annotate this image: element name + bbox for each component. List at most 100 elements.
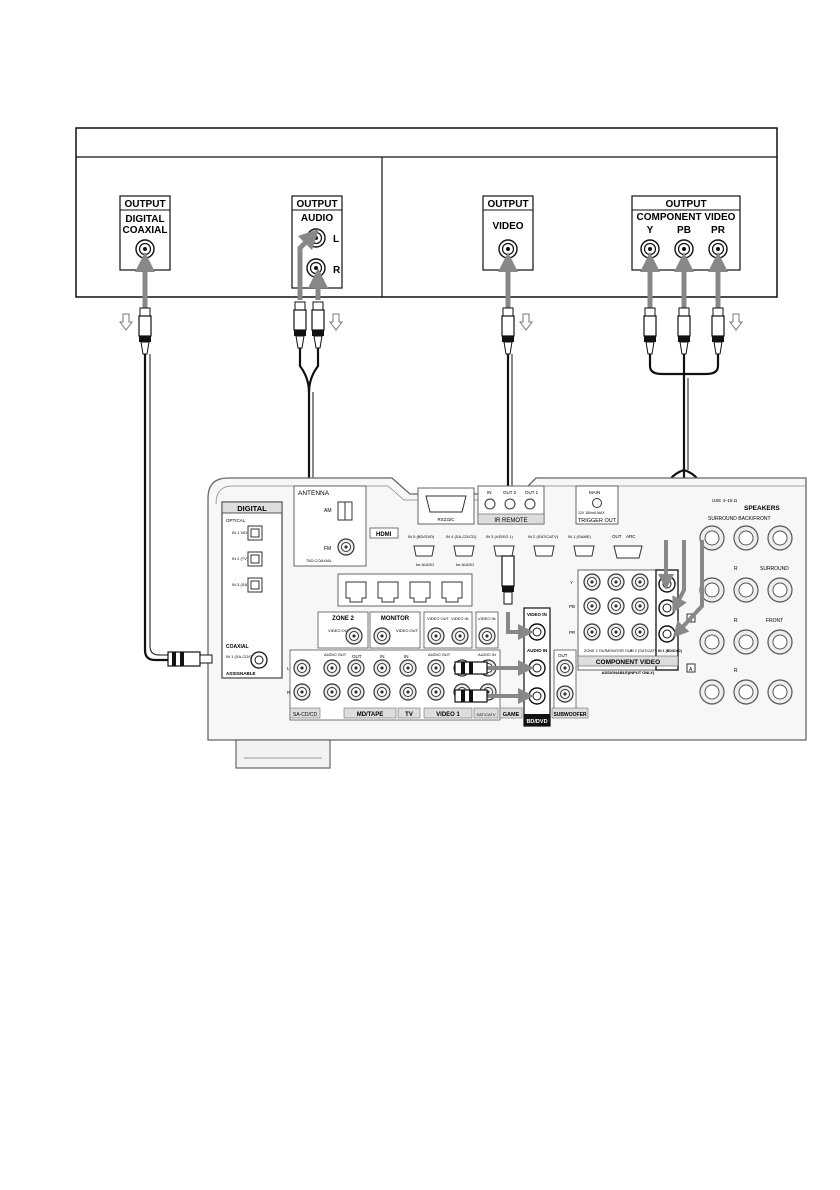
direction-arrow-component — [729, 313, 743, 331]
digital-in3-label: IN 3 (SAT) — [232, 582, 251, 587]
zone2-video-out: VIDEO OUT — [328, 628, 351, 633]
video1-video-in: VIDEO IN — [451, 616, 469, 621]
direction-arrow-audio — [329, 313, 343, 331]
speakers-r-3: R — [734, 668, 738, 674]
subwoofer-out-label: OUT — [558, 653, 568, 658]
ir-in-label: IN — [487, 490, 492, 495]
audio-r-label: R — [333, 265, 341, 276]
fm-jack[interactable] — [337, 538, 355, 556]
label-satcatv: SAT/CATV — [477, 712, 496, 717]
digital-coaxial-label: COAXIAL — [226, 644, 249, 650]
digital-assignable-label: ASSIGNABLE — [226, 671, 256, 676]
rc-zone2out-label: ZONE 2 OUT — [584, 649, 607, 653]
ir-remote-block: IN OUT 2 OUT 1 IR REMOTE — [477, 485, 545, 525]
rc-monitor-out-label: MONITOR OUT — [606, 649, 634, 653]
audio-l-plug — [293, 301, 307, 349]
component-y-jack[interactable] — [640, 239, 660, 259]
monitor-video-out: VIDEO OUT — [396, 628, 419, 633]
digital-coaxial-output-panel: OUTPUT DIGITAL COAXIAL — [119, 195, 171, 271]
bd-dvd-jack-column: VIDEO IN AUDIO IN BD/DVD — [523, 607, 551, 727]
hdmi-in5-label: IN 5 (BD/DVD) — [408, 534, 435, 539]
video-output-header: OUTPUT — [487, 199, 528, 210]
antenna-am-label: AM — [324, 508, 332, 514]
ir-out2-label: OUT 2 — [503, 490, 517, 495]
digital-coaxial-jack[interactable] — [135, 239, 155, 259]
hdmi-in2-label: IN 2 (SAT/CATV) — [528, 534, 559, 539]
component-output-panel: OUTPUT COMPONENT VIDEO Y PB PR — [631, 195, 741, 271]
antenna-title: ANTENNA — [298, 490, 330, 497]
video-plug — [501, 307, 515, 355]
speakers-front: FRONT — [766, 618, 783, 624]
component-output-header: OUTPUT — [665, 199, 706, 210]
plug-direction-arrows — [135, 228, 728, 308]
label-video1: VIDEO 1 — [436, 712, 460, 718]
hdmi-in3-label: IN 3 (VIDEO 1) — [486, 534, 514, 539]
receiver-input-plugs — [454, 540, 704, 704]
digital-coaxial-label-1: DIGITAL — [125, 214, 164, 225]
digital-in1-label: IN 1 VIDEO 1 — [232, 530, 257, 535]
zone2-audio-out: AUDIO OUT — [324, 652, 347, 657]
video-output-panel: OUTPUT VIDEO — [482, 195, 534, 271]
label-game: GAME — [503, 712, 520, 718]
label-subwoofer: SUBWOOFER — [553, 712, 586, 718]
speakers-title: SPEAKERS — [744, 505, 780, 512]
speakers-a-label: A — [689, 667, 693, 673]
component-pb-plug — [677, 307, 691, 355]
rc-y-label: Y — [570, 580, 573, 585]
antenna-fm-label: FM — [324, 546, 331, 552]
coaxial-receiver-plug — [167, 651, 213, 667]
hdmi-for-audio-2: for AUDIO — [456, 562, 474, 567]
component-video-block: Y PB PR ZONE 2 OUT MONITOR OUT IN 2 (SAT… — [569, 569, 683, 675]
row-l-label: L — [287, 666, 290, 671]
audio-output-header: OUTPUT — [296, 199, 337, 210]
direction-arrow-coax — [119, 313, 133, 331]
component-pr-jack[interactable] — [708, 239, 728, 259]
audio-l-label: L — [333, 234, 339, 245]
component-pb-label: PB — [677, 225, 691, 236]
component-pr-plug — [711, 307, 725, 355]
ir-out1-label: OUT 1 — [525, 490, 539, 495]
network-ports — [337, 573, 473, 607]
hdmi-arc-label: ARC — [626, 534, 636, 539]
digital-coaxial-header: OUTPUT — [124, 199, 165, 210]
game-video-in: VIDEO IN — [478, 616, 496, 621]
rs232c-label: RS232C — [437, 517, 455, 522]
component-pb-jack[interactable] — [674, 239, 694, 259]
rc-title: COMPONENT VIDEO — [596, 659, 660, 666]
hdmi-in4-label: IN 4 (SA-CD/CD) — [446, 534, 477, 539]
audio-r-plug — [311, 301, 325, 349]
trigger-out-block: MAIN 12V 150mA MAX TRIGGER OUT — [575, 485, 619, 525]
trigger-spec-label: 12V 150mA MAX — [578, 511, 605, 515]
video-output-jack[interactable] — [498, 239, 518, 259]
ir-remote-title: IR REMOTE — [494, 518, 527, 524]
component-output-label: COMPONENT VIDEO — [637, 212, 736, 223]
bd-audio-in-label: AUDIO IN — [527, 648, 547, 653]
subwoofer-block: OUT — [553, 649, 577, 715]
hdmi-title: HDMI — [376, 532, 392, 538]
hdmi-for-audio-1: for AUDIO — [416, 562, 434, 567]
game-audio-in: AUDIO IN — [478, 652, 496, 657]
hdmi-block: HDMI IN 5 (BD/DVD) IN 4 (SA-CD/CD) IN 3 … — [369, 527, 643, 567]
video-output-label: VIDEO — [492, 221, 523, 232]
rc-pr-label: PR — [569, 630, 576, 635]
rc-pb-label: PB — [569, 604, 575, 609]
hdmi-in1-label: IN 1 (GAME) — [568, 534, 592, 539]
video1-video-out: VIDEO OUT — [427, 616, 450, 621]
video1-audio-out: AUDIO OUT — [428, 652, 451, 657]
source-plugs — [138, 301, 725, 355]
rc-in2-label: IN 2 (SAT/CATV) — [630, 649, 659, 653]
component-pr-label: PR — [711, 225, 726, 236]
antenna-block: ANTENNA AM FM 75Ω COAXIAL — [293, 485, 367, 567]
digital-in2-label: IN 2 (TV) — [232, 556, 249, 561]
label-mdtape: MD/TAPE — [357, 712, 384, 718]
speakers-r-2: R — [734, 618, 738, 624]
zone2-title: ZONE 2 — [332, 616, 354, 622]
label-sacd: SA-CD/CD — [293, 712, 318, 718]
direction-arrow-video — [519, 313, 533, 331]
monitor-title: MONITOR — [381, 616, 410, 622]
coaxial-plug — [138, 307, 152, 355]
audio-r-jack[interactable] — [306, 258, 326, 278]
component-y-label: Y — [647, 225, 654, 236]
speakers-surround: SURROUND — [760, 566, 789, 572]
